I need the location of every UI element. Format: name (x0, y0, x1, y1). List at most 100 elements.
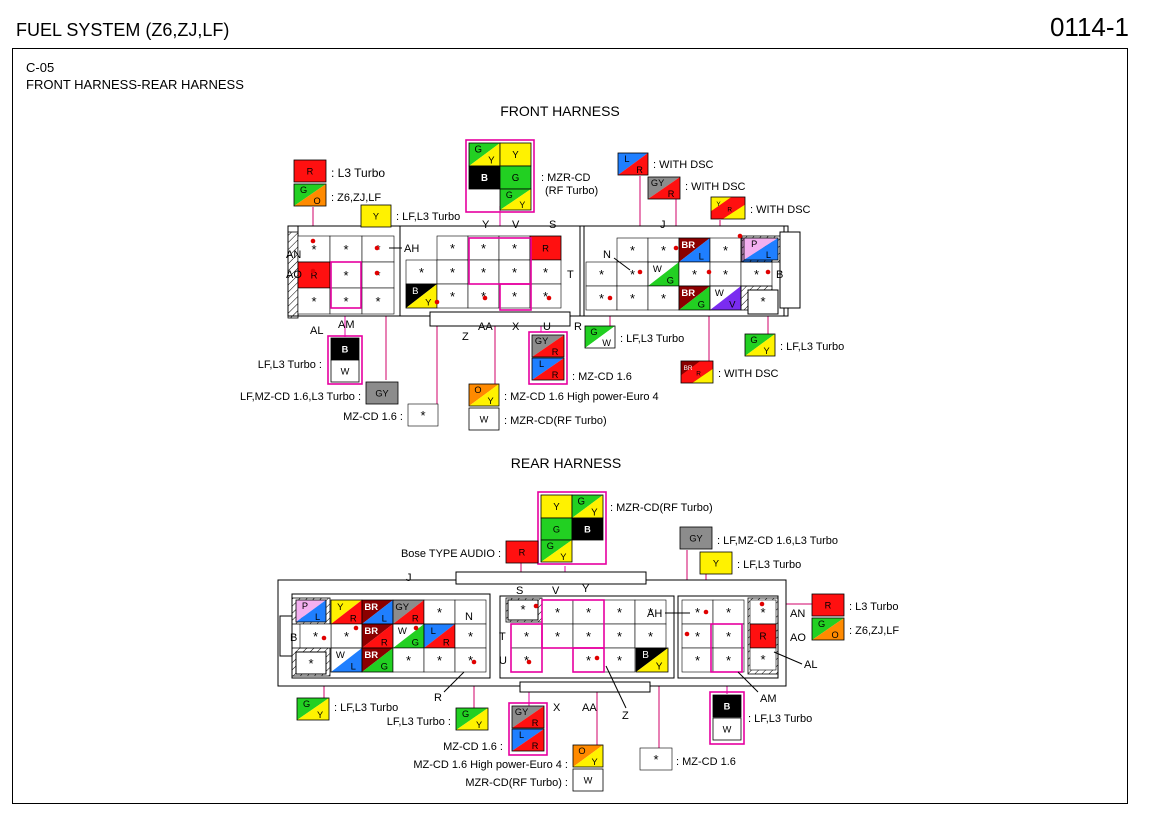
pin-cell: * (436, 235, 469, 261)
wire-dot (434, 299, 440, 305)
pin-cell-colored: WG (647, 261, 680, 287)
pin-box (639, 747, 673, 771)
pin-mark: * (375, 294, 380, 309)
pin-cell-colored: YR (330, 599, 363, 625)
pin-cell: * (498, 235, 531, 261)
chip-stripe (636, 648, 668, 672)
wire-dot (765, 269, 771, 275)
pin-mark: * (512, 241, 517, 256)
pin-label-v: V (512, 219, 520, 231)
wire-color-chip: Y (540, 494, 573, 519)
pin-mark: * (617, 605, 622, 620)
wire-color-chip: B (712, 694, 742, 718)
pin-label-am: AM (760, 693, 777, 705)
front-u-outline (499, 283, 532, 311)
wire-dot (310, 268, 316, 274)
chip-code-stripe: Y (592, 757, 598, 767)
pin-mark: * (648, 605, 653, 620)
chip-border (295, 599, 327, 623)
wire-dot (321, 635, 327, 641)
wire-dot (310, 238, 316, 244)
pin-cell: * (467, 235, 500, 261)
chip-code-main: GY (651, 178, 664, 188)
pin-cell: * (529, 283, 562, 309)
pin-label-s: S (549, 219, 556, 231)
note-l3-turbo: : L3 Turbo (849, 601, 899, 613)
pin-box (616, 285, 649, 311)
chip-border (811, 617, 845, 641)
chip-stripe (469, 143, 500, 166)
leader-line (737, 671, 759, 693)
pin-cell-colored: BY (405, 283, 438, 309)
pin-label-n: N (465, 611, 473, 623)
pin-cell: * (585, 261, 618, 287)
rear-mzrcd-outline (537, 491, 607, 565)
chip-code-main: W (653, 264, 662, 275)
pin-cell: * (436, 283, 469, 309)
pin-mark: * (586, 653, 591, 668)
wire-dot (413, 625, 419, 631)
pin-mark: * (726, 629, 731, 644)
pin-mark: * (343, 294, 348, 309)
pin-mark: * (630, 267, 635, 282)
pin-mark: * (617, 653, 622, 668)
chip-code-stripe: L (766, 250, 771, 260)
pin-cell-colored: LR (423, 623, 456, 649)
wire-color-chip: GW (584, 325, 616, 349)
pin-cell: * (541, 599, 574, 625)
chip-stripe (532, 358, 564, 380)
chip-code: R (825, 600, 832, 610)
rear-bottom-tab (519, 681, 651, 693)
front-am-outline (330, 261, 362, 309)
note-mz-cd-left: MZ-CD 1.6 : (443, 741, 503, 753)
chip-code-stripe: Y (476, 720, 482, 730)
wire-color-chip: BY (635, 647, 669, 673)
pin-cell-colored: BRR (361, 623, 394, 649)
chip-border (455, 707, 489, 731)
wire-color-chip: GY (455, 707, 489, 731)
chip-code-main: BR (684, 365, 693, 372)
wire-color-chip: LR (617, 152, 649, 176)
pin-box (634, 623, 667, 649)
note-lf-l3-turbo-left: LF,L3 Turbo : (258, 359, 322, 371)
chip-fill (712, 717, 742, 741)
chip-border (584, 325, 616, 349)
wire-color-chip: Y (699, 551, 733, 575)
chip-code-stripe: Y (591, 508, 598, 519)
chip-code-stripe: Y (425, 298, 432, 309)
pin-mark: * (630, 291, 635, 306)
chip-stripe (406, 284, 437, 308)
note-bose-audio: Bose TYPE AUDIO : (401, 548, 501, 560)
diagram-frame (12, 48, 1128, 804)
rear-t-u-outline (510, 623, 543, 673)
pin-mark: * (481, 265, 486, 280)
rear-key-box (295, 651, 327, 675)
pin-mark: * (344, 629, 349, 644)
wire-color-chip: OY (468, 383, 500, 407)
pin-box (709, 237, 742, 263)
chip-fill (293, 159, 327, 183)
pin-mark: * (468, 629, 473, 644)
pin-cell: * (709, 261, 742, 287)
chip-code-stripe: R (668, 189, 675, 199)
wire-color-chip: GYR (511, 705, 545, 729)
pin-mark: * (420, 408, 425, 423)
chip-code-stripe: L (315, 612, 320, 622)
note-mz-cd-1-6: : MZ-CD 1.6 (572, 371, 632, 383)
chip-code: GY (689, 533, 702, 543)
pin-box (436, 283, 469, 309)
wire-dot (533, 603, 539, 609)
chip-code-main: GY (395, 602, 409, 613)
chip-stripe (679, 238, 710, 262)
wire-color-chip: GY (468, 142, 501, 167)
pin-cell: * (681, 599, 714, 625)
front-latch (779, 231, 801, 309)
chip-stripe (331, 600, 362, 624)
pin-mark: * (375, 268, 380, 283)
chip-border (680, 360, 714, 384)
chip-code-main: L (539, 359, 544, 369)
am-callout-outline (327, 335, 363, 385)
pin-cell: * (405, 259, 438, 285)
chip-border (744, 333, 776, 357)
wire-dot (471, 659, 477, 665)
